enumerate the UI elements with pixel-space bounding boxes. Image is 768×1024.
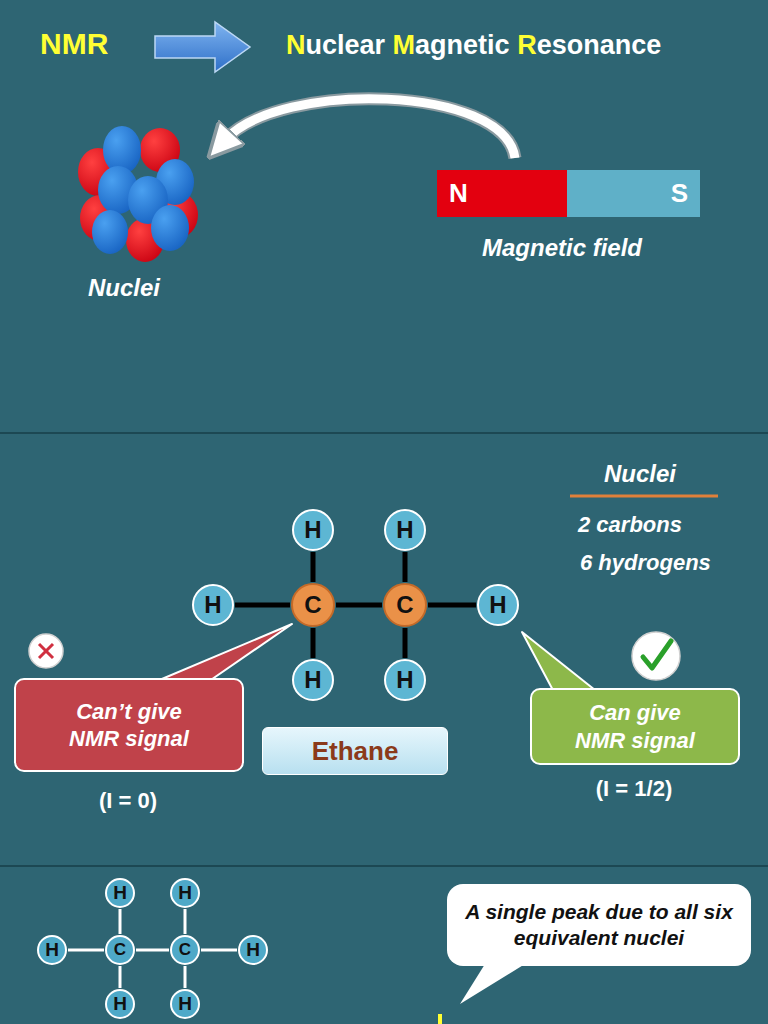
expansion: Nuclear Magnetic Resonance [286, 30, 661, 61]
hydrogen-atom: H [238, 935, 268, 965]
node-text: H [178, 993, 192, 1015]
curved-arrow-outline [225, 99, 515, 158]
bond-line [119, 966, 122, 988]
bond-line [403, 628, 408, 658]
magnet-pole: N [437, 170, 567, 217]
node-text: Ethane [312, 735, 399, 768]
callout-tail [150, 624, 292, 684]
node-text: Can give NMR signal [562, 699, 708, 754]
node-text: H [304, 516, 321, 544]
node-text: H [204, 591, 221, 619]
carbon-atom: C [170, 935, 200, 965]
caption-label: Nuclei [88, 274, 160, 302]
speech-bubble: A single peak due to all six equivalent … [447, 884, 751, 966]
bond-line [201, 949, 237, 952]
count-label: 2 carbons [578, 512, 682, 538]
carbon-atom: C [383, 583, 427, 627]
hydrogen-atom: H [292, 509, 334, 551]
bond-line [235, 603, 290, 608]
hydrogen-atom: H [170, 878, 200, 908]
bond-line [119, 909, 122, 934]
hydrogen-atom: H [384, 659, 426, 701]
node-text: H [45, 939, 59, 961]
check-symbol [632, 632, 680, 680]
node-text: A single peak due to all six equivalent … [464, 899, 734, 952]
node-text: H [113, 993, 127, 1015]
bond-line [184, 966, 187, 988]
node-text: H [246, 939, 260, 961]
bond-line [311, 552, 316, 582]
bond-line [136, 949, 169, 952]
hydrogen-atom: H [192, 584, 234, 626]
caption-label: Magnetic field [482, 234, 642, 262]
acronym: NMR [40, 27, 108, 61]
panel-divider [0, 865, 768, 867]
bond-line [428, 603, 476, 608]
node-text: C [114, 940, 126, 960]
bond-line [336, 603, 382, 608]
node-text: H [113, 882, 127, 904]
node-text: H [489, 591, 506, 619]
spectrum-peak [438, 1014, 442, 1024]
bond-line [403, 552, 408, 582]
carbon-atom: C [105, 935, 135, 965]
hydrogen-atom: H [170, 989, 200, 1019]
node-text: C [396, 591, 413, 619]
bond-line [311, 628, 316, 658]
hydrogen-atom: H [384, 509, 426, 551]
node-text: C [179, 940, 191, 960]
callout-tail [522, 632, 600, 694]
spin-label: (I = 1/2) [596, 776, 672, 802]
node-text: H [396, 516, 413, 544]
curved-arrow [225, 99, 515, 158]
bond-line [68, 949, 104, 952]
carbon-atom: C [291, 583, 335, 627]
hydrogen-atom: H [292, 659, 334, 701]
node-text: S [671, 177, 688, 210]
node-text: H [178, 882, 192, 904]
magnet-pole: S [567, 170, 700, 217]
block-arrow [155, 22, 250, 72]
bubble-tail [460, 964, 525, 1004]
hydrogen-atom: H [477, 584, 519, 626]
callout-box: Can give NMR signal [530, 688, 740, 765]
hydrogen-atom: H [105, 878, 135, 908]
heading-label: Nuclei [604, 460, 676, 488]
nucleus-cluster [78, 126, 198, 262]
cross-symbol [29, 634, 63, 668]
spin-label: (I = 0) [99, 788, 157, 814]
name-box: Ethane [262, 727, 448, 775]
callout-box: Can’t give NMR signal [14, 678, 244, 772]
node-text: Can’t give NMR signal [56, 698, 202, 753]
node-text: C [304, 591, 321, 619]
node-text: N [449, 177, 468, 210]
hydrogen-atom: H [37, 935, 67, 965]
count-label: 6 hydrogens [580, 550, 711, 576]
hydrogen-atom: H [105, 989, 135, 1019]
node-text: H [304, 666, 321, 694]
node-text: H [396, 666, 413, 694]
heading-underline [570, 495, 718, 498]
bond-line [184, 909, 187, 934]
panel-divider [0, 432, 768, 434]
